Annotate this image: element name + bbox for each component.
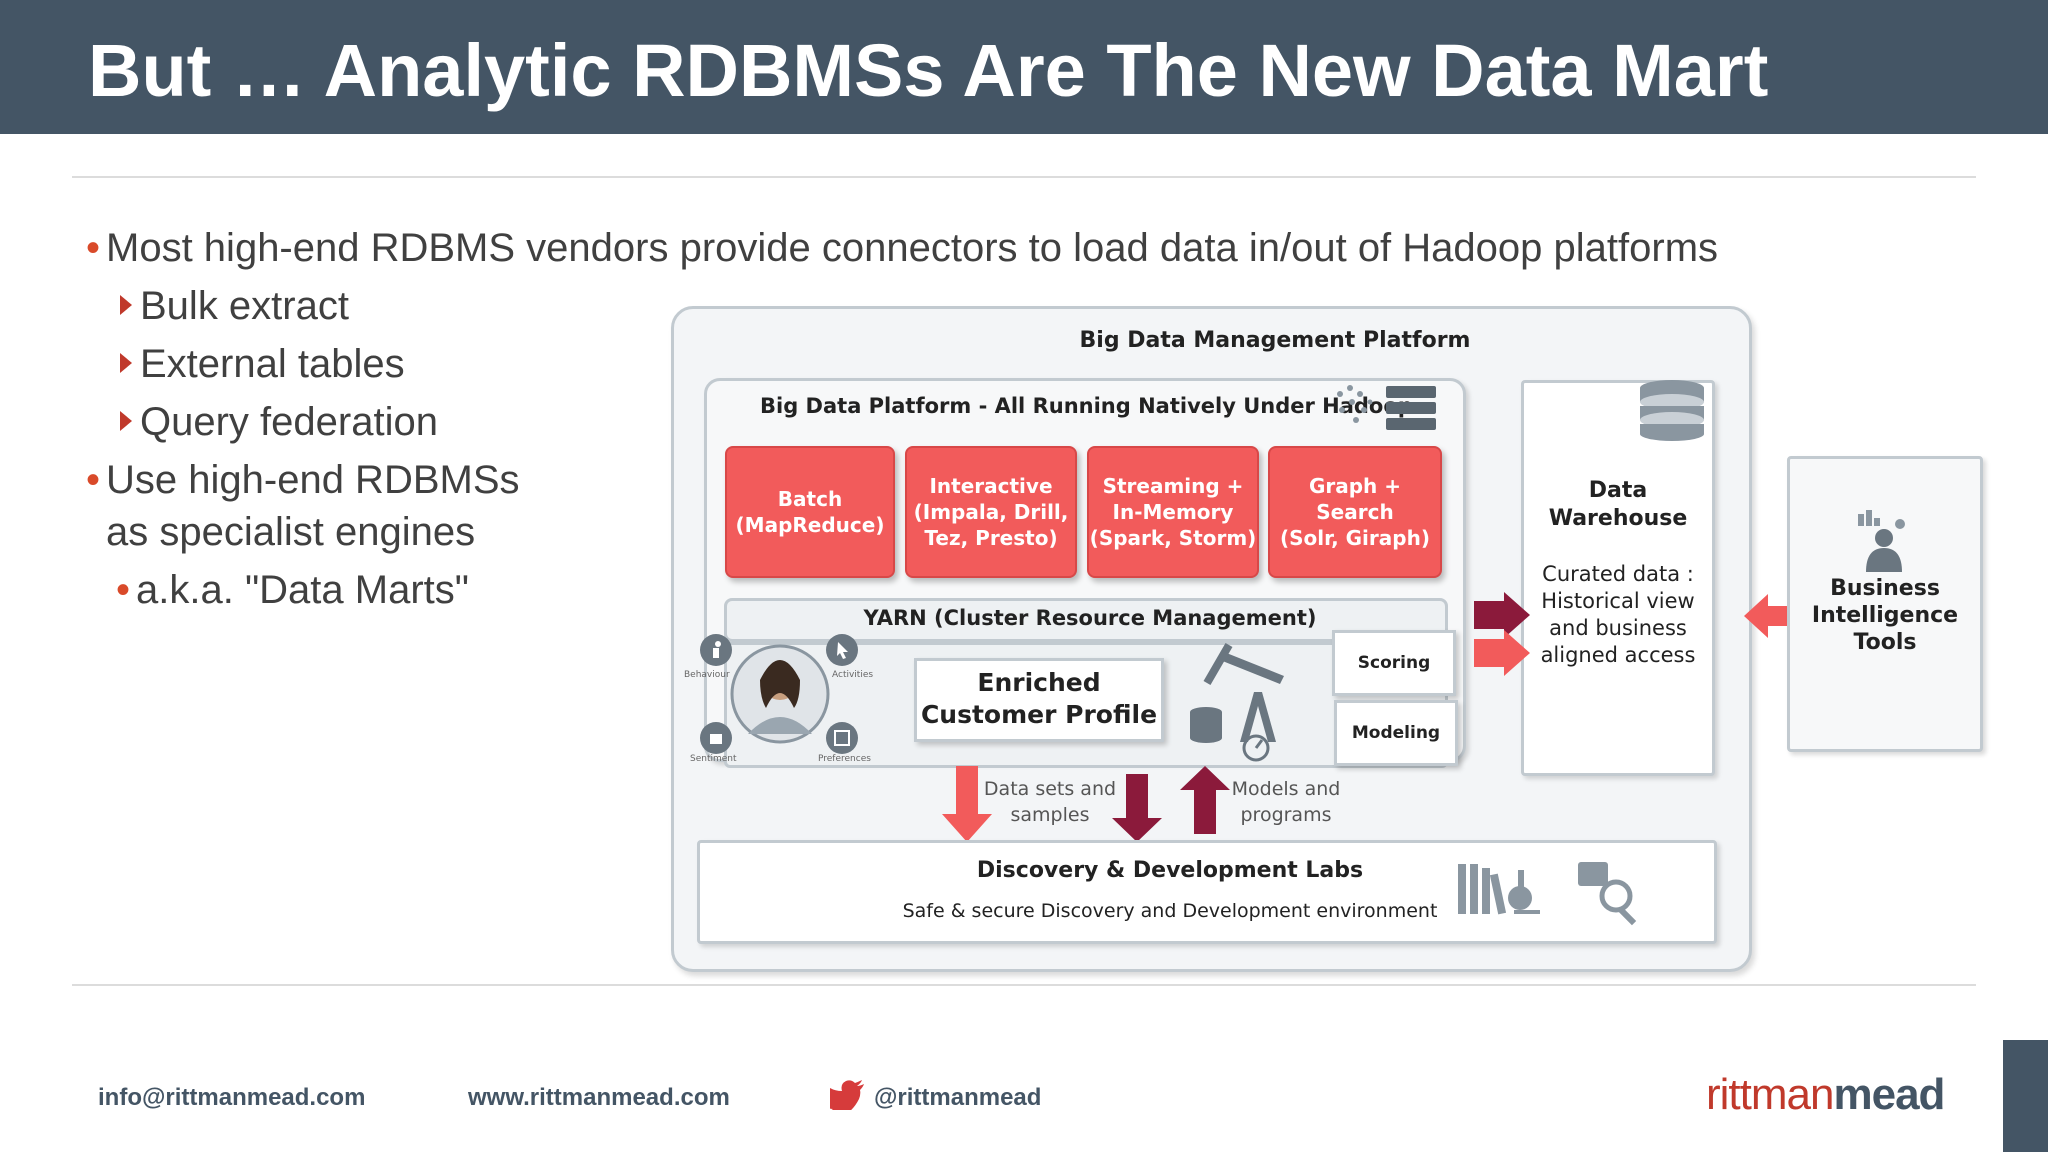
models-label-1: Models and (1231, 778, 1341, 800)
scoring-box: Scoring (1332, 630, 1456, 696)
arrow-down-data-sets (942, 766, 992, 842)
dw-desc-1: Curated data : (1542, 562, 1694, 586)
labs-title: Discovery & Development Labs (976, 858, 1364, 883)
bi-label-2: Intelligence (1811, 603, 1959, 628)
dw-desc-4: aligned access (1540, 643, 1696, 667)
bullet-dot: • (86, 226, 101, 270)
bullet-dot: • (116, 568, 131, 612)
footer-twitter-link[interactable]: @rittmanmead (874, 1084, 1042, 1111)
sub-bullet-1: Bulk extract (120, 286, 349, 326)
platform-title: Big Data Platform - All Running Natively… (760, 394, 1413, 418)
profile-label-1: Enriched (977, 668, 1101, 697)
discovery-labs-box (697, 840, 1717, 944)
bi-label-1: Business (1830, 576, 1940, 601)
footer-website-link[interactable]: www.rittmanmead.com (468, 1084, 730, 1111)
lab-tools-icons (1458, 862, 1637, 926)
tag-preferences: Preferences (818, 754, 871, 764)
models-label-2: programs (1240, 804, 1332, 826)
rittmanmead-logo: rittmanmead (1706, 1070, 1945, 1119)
slide-title: But … Analytic RDBMSs Are The New Data M… (88, 29, 1769, 112)
arrow-right-light (1474, 630, 1530, 676)
triangle-bullet-icon (120, 353, 132, 373)
search-icon (1578, 862, 1637, 926)
twitter-bird-icon (830, 1080, 864, 1110)
sub-bullet-3: Query federation (120, 402, 438, 442)
data-mining-rig-icon (1190, 642, 1284, 762)
enriched-customer-profile-box (914, 658, 1164, 742)
business-analyst-icon (1858, 510, 1905, 572)
engine-interactive: Interactive(Impala, Drill,Tez, Presto) (905, 446, 1077, 578)
data-sets-label-2: samples (1010, 804, 1090, 826)
top-divider (72, 176, 1976, 178)
footer-email-link[interactable]: info@rittmanmead.com (98, 1084, 366, 1111)
arrow-down-dark (1112, 774, 1162, 842)
corner-accent-block (2003, 1040, 2048, 1152)
bullet-2: •Use high-end RDBMSs (86, 458, 520, 502)
dw-desc-3: and business (1549, 616, 1687, 640)
bottom-divider (72, 984, 1976, 986)
dw-desc-2: Historical view (1541, 589, 1695, 613)
dw-title-1: Data (1588, 478, 1648, 503)
outer-platform-title: Big Data Management Platform (1079, 328, 1471, 353)
tag-behaviour: Behaviour (684, 670, 730, 680)
bullet-2-continued: as specialist engines (106, 510, 476, 554)
arrow-right-dark (1474, 592, 1530, 638)
triangle-bullet-icon (120, 411, 132, 431)
engine-graph-search: Graph + Search(Solr, Giraph) (1268, 446, 1442, 578)
modeling-box: Modeling (1334, 700, 1458, 766)
title-bar (0, 0, 2048, 134)
yarn-label: YARN (Cluster Resource Management) (863, 606, 1317, 630)
arrow-up-models (1180, 766, 1230, 834)
vertical-flow-arrows (942, 766, 1230, 842)
labs-subtitle: Safe & secure Discovery and Development … (902, 900, 1438, 922)
profile-label-2: Customer Profile (920, 700, 1158, 729)
dw-title-2: Warehouse (1548, 506, 1688, 531)
tag-activities: Activities (832, 670, 874, 680)
arrows-into-warehouse (1474, 592, 1530, 676)
tag-sentiment: Sentiment (690, 754, 737, 764)
engine-streaming: Streaming +In-Memory(Spark, Storm) (1087, 446, 1259, 578)
data-sets-label-1: Data sets and (983, 778, 1117, 800)
hadoop-cluster-icon (1337, 385, 1436, 430)
triangle-bullet-icon (120, 295, 132, 315)
bullet-dot: • (86, 458, 101, 502)
customer-profile-graphic (700, 634, 858, 754)
bi-label-3: Tools (1853, 630, 1917, 655)
engine-batch: Batch(MapReduce) (725, 446, 895, 578)
arrow-left-light (1744, 594, 1788, 638)
arrow-from-bi (1744, 594, 1788, 638)
bi-tools-box (1787, 456, 1983, 752)
data-warehouse-box (1521, 380, 1715, 776)
sub-bullet-data-marts: •a.k.a. "Data Marts" (116, 568, 469, 612)
sub-bullet-2: External tables (120, 344, 405, 384)
database-icon (1640, 380, 1704, 441)
bullet-1: •Most high-end RDBMS vendors provide con… (86, 226, 1719, 270)
